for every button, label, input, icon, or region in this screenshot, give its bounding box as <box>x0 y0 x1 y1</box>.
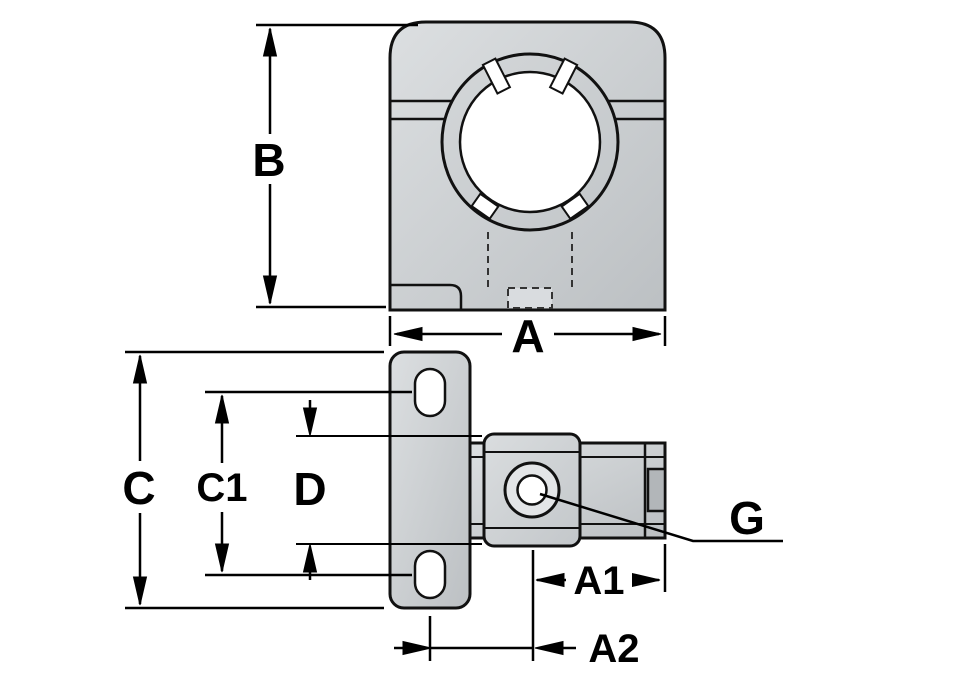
dim-label-a2: A2 <box>588 627 639 671</box>
hidden-slot <box>507 287 553 309</box>
label-mask-a1 <box>566 562 632 599</box>
arrowhead-a2-left <box>402 640 432 656</box>
dim-label-c: C <box>122 462 155 514</box>
side-notch <box>646 467 667 513</box>
front-view <box>388 20 667 312</box>
leader-line-g <box>539 492 783 543</box>
arrowhead-b-bottom <box>262 275 278 305</box>
arrowhead-b-top <box>262 27 278 57</box>
screw-hole <box>516 474 548 506</box>
body-step <box>390 283 463 310</box>
bore-hole <box>458 70 602 214</box>
arrowhead-a-right <box>632 326 662 342</box>
ring-slot-left <box>481 57 512 95</box>
callout-label-g: G <box>729 492 765 544</box>
keyway-notch-bottom-right <box>560 192 590 221</box>
keyway-notch-bottom-left <box>470 192 500 221</box>
dimension-C: C <box>117 354 161 606</box>
dimensions: B A C C1 <box>117 23 667 671</box>
callout-G: G <box>539 492 783 544</box>
arrowhead-c1-bottom <box>214 543 230 573</box>
label-mask-a <box>502 316 554 354</box>
arrowhead-c-bottom <box>132 576 148 606</box>
dim-label-a1: A1 <box>573 559 624 603</box>
dim-label-c1: C1 <box>196 466 247 510</box>
side-view <box>388 350 667 610</box>
dimension-A: A <box>393 310 662 362</box>
label-mask-c <box>117 461 161 513</box>
mounting-slot-bottom <box>413 549 447 600</box>
arrowhead-d-bottom <box>302 543 318 573</box>
mounting-slot-top <box>413 367 447 418</box>
dim-label-a: A <box>511 310 544 362</box>
dimension-B: B <box>247 27 291 305</box>
dimension-A2: A2 <box>394 627 640 671</box>
arrowhead-a1-right <box>631 572 661 588</box>
label-mask-c1 <box>193 463 251 512</box>
dimension-A1: A1 <box>535 559 661 603</box>
dimension-D: D <box>293 400 327 580</box>
dimension-C1: C1 <box>193 394 251 573</box>
arrowhead-d-top <box>302 407 318 437</box>
arrowhead-c-top <box>132 354 148 384</box>
arrowhead-c1-top <box>214 394 230 424</box>
dim-label-d: D <box>293 463 326 515</box>
dim-label-b: B <box>252 134 285 186</box>
arrowhead-a1-left <box>535 572 565 588</box>
label-mask-b <box>247 134 291 184</box>
arrowhead-a2-right <box>534 640 564 656</box>
arrowhead-a-left <box>393 326 423 342</box>
ring-slot-right <box>548 57 579 95</box>
